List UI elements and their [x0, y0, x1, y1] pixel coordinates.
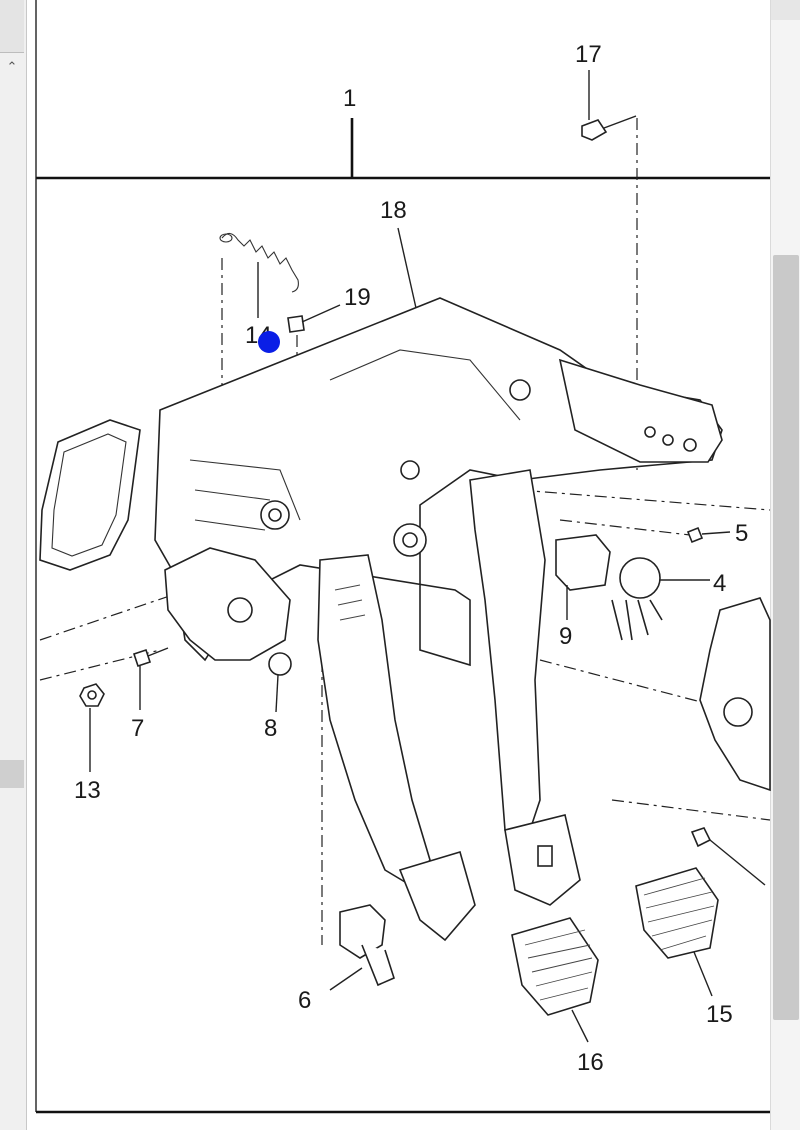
- bracket-flange: [558, 358, 723, 463]
- leader-15: [693, 951, 713, 997]
- vertical-scrollbar[interactable]: [770, 0, 800, 1130]
- accelerator-module: [699, 597, 771, 792]
- pedal-pad-15: [635, 867, 719, 959]
- axis-line-right: [519, 489, 771, 511]
- gasket-inner: [51, 433, 127, 557]
- leader-screw-pad: [709, 839, 766, 886]
- screw-7-shank: [147, 647, 169, 657]
- bracket-hole-2: [662, 434, 674, 446]
- screw-7: [132, 648, 152, 668]
- clip-19: [287, 315, 305, 333]
- switch-9: [555, 534, 611, 591]
- callout-4: 4: [713, 570, 726, 597]
- sensor-4-connector: [611, 599, 663, 641]
- bracket-rib-1: [189, 459, 301, 521]
- spring-end-hook: [219, 233, 233, 243]
- chevron-up-icon[interactable]: ⌃: [6, 60, 18, 75]
- bracket-hole-1: [644, 426, 656, 438]
- leader-18: [397, 227, 417, 309]
- pivot-boss-left-inner: [268, 508, 282, 522]
- callout-13: 13: [74, 777, 101, 804]
- bracket-rib-2: [194, 489, 271, 501]
- callout-16: 16: [577, 1049, 604, 1076]
- brake-pedal-arm: [469, 469, 546, 831]
- axis-line-right-3: [611, 799, 771, 821]
- clutch-pedal-arm: [317, 554, 431, 887]
- callout-18: 18: [380, 197, 407, 224]
- leader-6: [329, 967, 363, 991]
- left-rail-marker: [0, 760, 24, 788]
- callout-17: 17: [575, 41, 602, 68]
- pedal-pad-16-tread: [524, 929, 593, 1001]
- sensor-4-body: [619, 557, 661, 599]
- brake-foot-slot: [537, 845, 553, 867]
- callout-15: 15: [706, 1001, 733, 1028]
- bracket-rib-3: [194, 519, 266, 531]
- scrollbar-top-block: [771, 0, 800, 20]
- mount-plate: [164, 547, 291, 661]
- bolt-17: [581, 119, 608, 141]
- callout-5: 5: [735, 520, 748, 547]
- pivot-boss-right: [509, 379, 531, 401]
- spring-14: [221, 232, 299, 293]
- axis-line-5: [559, 519, 691, 536]
- callout-6: 6: [298, 987, 311, 1014]
- cursor-pointer: [258, 331, 280, 353]
- callout-8: 8: [264, 715, 277, 742]
- callout-1: 1: [343, 85, 356, 112]
- switch-6: [339, 904, 386, 959]
- bracket-hole-3: [683, 438, 697, 452]
- callout-9: 9: [559, 623, 572, 650]
- pedal-pad-15-tread: [643, 877, 715, 951]
- leader-5: [701, 531, 731, 535]
- bracket-rib-4: [329, 349, 521, 421]
- clutch-arm-hatch: [334, 584, 366, 621]
- axis-line-right-2: [539, 659, 771, 721]
- pivot-boss-center-inner: [402, 532, 418, 548]
- bolt-17-shank: [603, 115, 637, 129]
- nut-13-hole: [87, 690, 97, 700]
- scrollbar-thumb[interactable]: [773, 255, 799, 1020]
- callout-7: 7: [131, 715, 144, 742]
- clutch-pedal-foot: [398, 851, 476, 942]
- mount-plate-hole: [227, 597, 253, 623]
- cap-8: [268, 652, 292, 676]
- left-rail-top-block: [0, 0, 24, 53]
- screw-5: [686, 526, 704, 544]
- leader-16: [571, 1009, 589, 1043]
- pivot-boss-top: [400, 460, 420, 480]
- screw-pad: [690, 827, 712, 848]
- leader-8: [275, 674, 279, 713]
- callout-19: 19: [344, 284, 371, 311]
- switch-6-connector: [361, 944, 395, 987]
- left-scroll-rail[interactable]: ⌃: [0, 0, 27, 1130]
- axis-line-lower-left: [39, 554, 291, 641]
- leader-19: [301, 304, 341, 323]
- gasket: [39, 419, 141, 571]
- accelerator-pivot: [723, 697, 753, 727]
